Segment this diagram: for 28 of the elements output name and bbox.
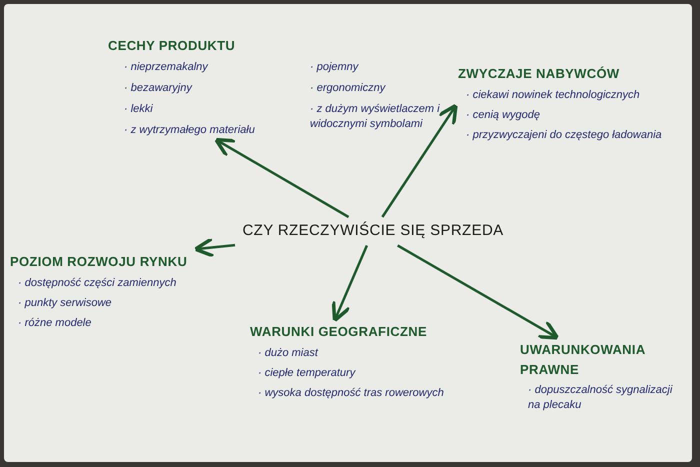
bullet-point: · dostępność części zamiennych — [18, 276, 178, 290]
topic-heading: WARUNKI GEOGRAFICZNE — [250, 323, 428, 341]
arrow — [332, 245, 368, 322]
arrow — [397, 244, 560, 340]
bullet-point: · ergonomiczny — [310, 80, 387, 96]
arrow — [381, 104, 458, 218]
topic-heading: CECHY PRODUKTU — [108, 37, 236, 55]
bullet-point: · z wytrzymałego materiału — [124, 122, 256, 138]
bullet-point: · punkty serwisowe — [18, 296, 113, 310]
bullet-point: · ciekawi nowinek technologicznych — [466, 88, 641, 102]
topic-heading: POZIOM ROZWOJU RYNKU — [10, 253, 188, 271]
arrow — [194, 236, 236, 258]
bullet-point: · wysoka dostępność tras rowerowych — [258, 386, 445, 400]
bullet-point: · różne modele — [18, 316, 92, 330]
bullet-point: · dopuszczalność sygnalizacji na plecaku — [528, 383, 674, 413]
bullet-point: · pojemny — [310, 60, 360, 74]
bullet-point: · bezawaryjny — [124, 80, 194, 96]
bullet-point: · ciepłe temperatury — [258, 366, 357, 380]
topic-heading: UWARUNKOWANIA PRAWNE — [520, 341, 646, 378]
bullet-point: · z dużym wyświetlaczem i widocznymi symbolami — [310, 102, 441, 132]
bullet-point: · przyzwyczajeni do częstego ładowania — [466, 128, 663, 142]
bullet-point: · cenią wygodę — [466, 108, 541, 122]
bullet-point: · lekki — [124, 102, 154, 116]
topic-heading: ZWYCZAJE NABYWCÓW — [458, 65, 621, 83]
central-question: CZY RZECZYWIŚCIE SIĘ SPRZEDA — [241, 220, 505, 241]
arrow — [214, 138, 350, 218]
bullet-point: · dużo miast — [258, 346, 320, 360]
bullet-point: · nieprzemakalny — [124, 60, 210, 74]
